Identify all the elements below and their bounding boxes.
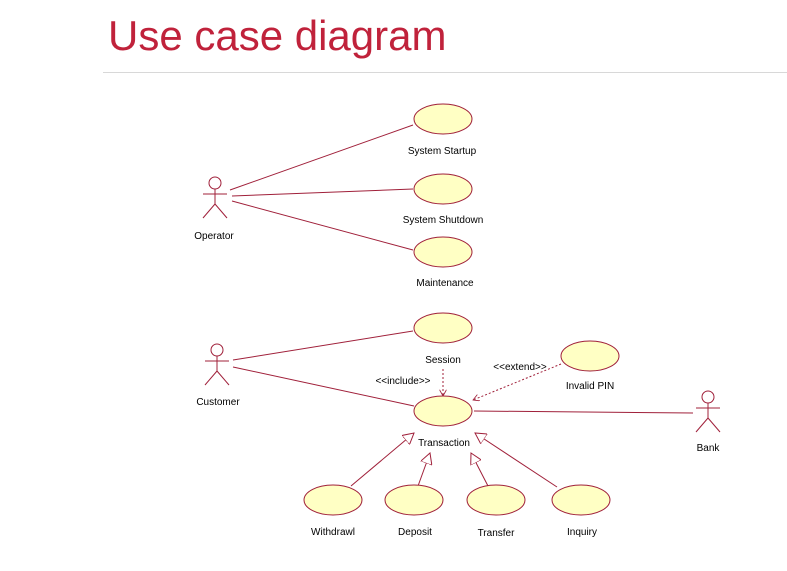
usecase-transfer: [466, 484, 526, 516]
usecase-label-inquiry: Inquiry: [567, 527, 597, 538]
usecase-session: [413, 312, 473, 344]
actor-label-customer: Customer: [196, 397, 240, 408]
bank-actor-icon: [695, 390, 721, 433]
usecase-label-withdrawl: Withdrawl: [311, 527, 355, 538]
actor-label-bank: Bank: [697, 443, 721, 454]
usecase-transaction: [413, 395, 473, 427]
usecase-label-transfer: Transfer: [478, 528, 516, 539]
usecase-system-shutdown: [413, 173, 473, 205]
usecase-system-startup: [413, 103, 473, 135]
actor-label-operator: Operator: [194, 231, 234, 242]
assoc-operator-maintenance: [231, 200, 414, 251]
usecase-label-system-startup: System Startup: [408, 146, 477, 157]
operator-actor-icon: [202, 176, 228, 219]
usecase-label-maintenance: Maintenance: [416, 278, 474, 289]
generalization-withdrawl: [350, 433, 414, 487]
assoc-operator-system-shutdown: [231, 188, 414, 197]
page-title: Use case diagram: [108, 12, 447, 59]
usecase-label-session: Session: [425, 355, 461, 366]
usecase-label-deposit: Deposit: [398, 527, 432, 538]
usecase-invalid-pin: [560, 340, 620, 372]
title-divider: [103, 72, 787, 73]
usecase-withdrawl: [303, 484, 363, 516]
assoc-customer-session: [232, 330, 414, 361]
usecase-deposit: [384, 484, 444, 516]
extend-label: <<extend>>: [493, 362, 547, 373]
customer-actor-icon: [204, 343, 230, 386]
usecase-inquiry: [551, 484, 611, 516]
generalization-deposit: [417, 453, 430, 487]
usecase-label-system-shutdown: System Shutdown: [403, 215, 484, 226]
assoc-operator-system-startup: [229, 124, 414, 191]
assoc-customer-transaction: [232, 366, 415, 407]
generalization-inquiry: [475, 433, 558, 488]
include-label: <<include>>: [375, 376, 430, 387]
usecase-maintenance: [413, 236, 473, 268]
assoc-transaction-bank: [473, 410, 694, 414]
usecase-label-transaction: Transaction: [418, 438, 470, 449]
usecase-label-invalid-pin: Invalid PIN: [566, 381, 614, 392]
generalization-transfer: [471, 453, 489, 487]
